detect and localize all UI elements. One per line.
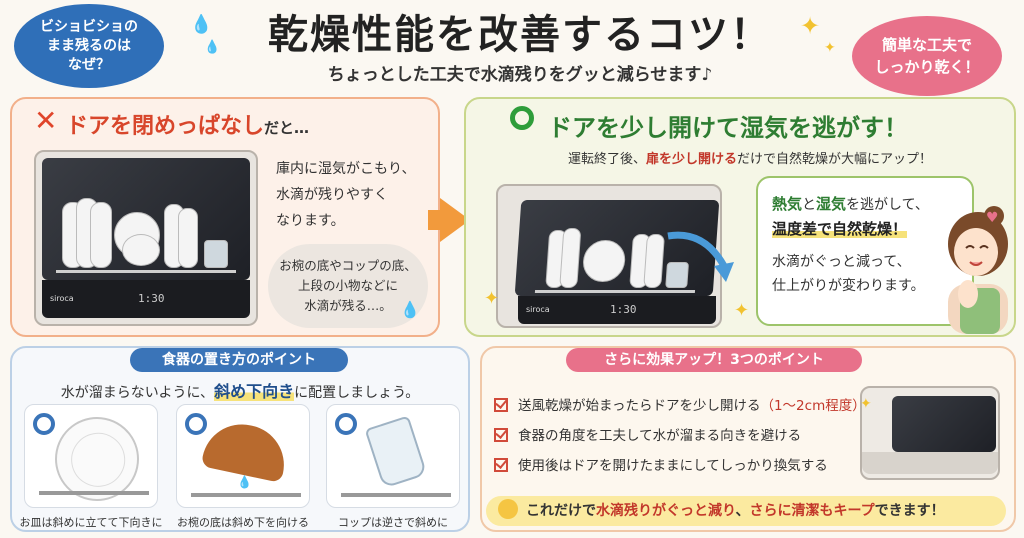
bad-heading-text: ドアを閉めっぱなし [66,114,265,139]
time-display: 1:30 [138,292,165,305]
circle-ok-icon [510,106,534,130]
bubble-line: しっかり乾く！ [874,58,980,76]
text-span: だけで自然乾燥が大幅にアップ！ [737,152,933,167]
time-display: 1:30 [610,303,637,316]
tip-text: 使用後はドアを開けたままにしてしっかり換気する [518,458,828,474]
bowl-tile: 💧 [176,404,310,508]
water-drop-icon: 💧 [237,475,252,489]
sparkle-icon: ✦ [824,40,836,56]
emphasis-text: 斜め下向き [214,382,295,401]
tip-item: 送風乾燥が始まったらドアを少し開ける（1〜2cm程度） [494,394,866,414]
text-line: 水滴がぐっと減って、 [772,254,911,270]
rack-bar [191,493,301,497]
dishwasher-closed-image: siroca 1:30 [34,150,258,326]
text-span: 、 [735,503,750,519]
emphasis-text: 湿気 [816,195,847,213]
text-line: 仕上がりが変わります。 [772,278,925,294]
text-span: を逃がして、 [846,197,929,213]
brand-label: siroca [526,305,550,314]
text-span: これだけで [526,503,596,519]
text-line: お椀の底やコップの底、 [279,258,417,273]
text-span: できます！ [874,503,945,519]
tip-text: 食器の角度を工夫して水が溜まる向きを避ける [518,428,802,444]
tip-item: 食器の角度を工夫して水が溜まる向きを避ける [494,424,801,444]
circle-ok-icon [33,413,55,435]
text-span: 運転終了後、 [567,152,646,167]
circle-ok-icon [185,413,207,435]
tip-item: 使用後はドアを開けたままにしてしっかり換気する [494,454,828,474]
bad-heading: ドアを閉めっぱなしだと… [66,108,309,140]
sparkle-icon: ✦ [800,12,821,40]
brand-label: siroca [50,294,74,303]
text-line: なります。 [276,213,345,229]
checkbox-icon [494,398,508,412]
checkbox-icon [494,458,508,472]
bubble-line: なぜ？ [68,56,110,73]
summary-bar: これだけで水滴残りがぐっと減り、さらに清潔もキープできます！ [486,496,1006,526]
placement-heading: 食器の置き方のポイント [130,348,348,372]
rack-bar [39,491,149,495]
rack-bar [341,493,451,497]
sparkle-icon: ✦ [734,300,750,321]
tip-emphasis: （1〜2cm程度） [760,398,866,414]
bubble-line: ビショビショの [40,18,138,35]
dishwasher-vent-image [860,386,1000,480]
tip-text: 送風乾燥が始まったらドアを少し開ける [518,398,761,414]
question-bubble: ビショビショの まま残るのは なぜ？ [14,4,164,88]
good-explanation-box: 熱気と湿気を逃がして、 温度差で自然乾燥！ 水滴がぐっと減って、 仕上がりが変わ… [756,176,974,326]
sparkle-icon: ✦ [860,396,872,412]
page-subtitle: ちょっとした工夫で水滴残りをグッと減らせます♪ [327,65,713,85]
text-span: 水が溜まらないように、 [60,385,215,401]
dishwasher-interior [892,396,996,452]
bubble-line: まま残るのは [47,37,131,54]
control-panel: siroca 1:30 [518,296,716,324]
sparkle-icon: ✦ [484,288,500,309]
bad-description: 庫内に湿気がこもり、 水滴が残りやすく なります。 [276,156,415,234]
text-span: と [802,197,817,213]
emphasis-text: 温度差で自然乾燥！ [772,220,908,238]
cup-caption: コップは逆さで斜めに [338,516,448,529]
good-heading: ドアを少し開けて湿気を逃がす！ [548,114,908,142]
water-drop-icon: 💧 [190,14,213,35]
placement-subheading: 水が溜まらないように、斜め下向きに配置しましょう。 [20,378,460,402]
circle-ok-icon [335,413,357,435]
emphasis-text: 熱気 [772,195,803,213]
good-subheading: 運転終了後、扉を少し開けるだけで自然乾燥が大幅にアップ！ [510,148,990,167]
heart-icon: ♥ [986,210,999,226]
text-line: 庫内に湿気がこもり、 [276,161,416,177]
text-line: 上段の小物などに [297,278,398,293]
open-door [862,452,998,474]
text-span: に配置しましょう。 [294,385,420,401]
plate-caption: お皿は斜めに立てて下向きに [19,516,163,529]
emphasis-text: 水滴残りがぐっと減り [596,503,736,519]
checkbox-icon [494,428,508,442]
smiling-woman-illustration [948,206,1008,334]
bulb-icon [498,499,518,519]
water-drop-icon: 💧 [400,300,420,319]
steam-arrow-icon [667,231,734,282]
plate-tile [24,404,158,508]
cup-tile [326,404,460,508]
emphasis-text: 扉を少し開ける [645,152,737,167]
emphasis-text: さらに清潔もキープ [749,503,875,519]
water-drop-icon: 💧 [204,40,221,55]
control-panel: siroca 1:30 [42,280,250,318]
dishwasher-open-image: siroca 1:30 [496,184,722,328]
tip-bubble: 簡単な工夫で しっかり乾く！ [852,16,1002,96]
page-title: 乾燥性能を改善するコツ！ [268,12,772,58]
cross-icon: ✕ [34,104,58,137]
bowl-image [200,417,292,483]
residue-note-cloud: お椀の底やコップの底、 上段の小物などに 水滴が残る…。 [268,244,428,328]
cup-image [364,415,428,489]
bad-heading-suffix: だと… [264,119,310,137]
text-line: 水滴が残りやすく [276,187,388,203]
bowl-caption: お椀の底は斜め下を向ける [177,516,309,529]
dishwasher-window [42,158,250,280]
arrow-body [428,210,442,230]
extra-tips-heading: さらに効果アップ！3つのポイント [566,348,862,372]
text-line: 水滴が残る…。 [304,298,392,313]
bubble-line: 簡単な工夫で [881,36,972,54]
